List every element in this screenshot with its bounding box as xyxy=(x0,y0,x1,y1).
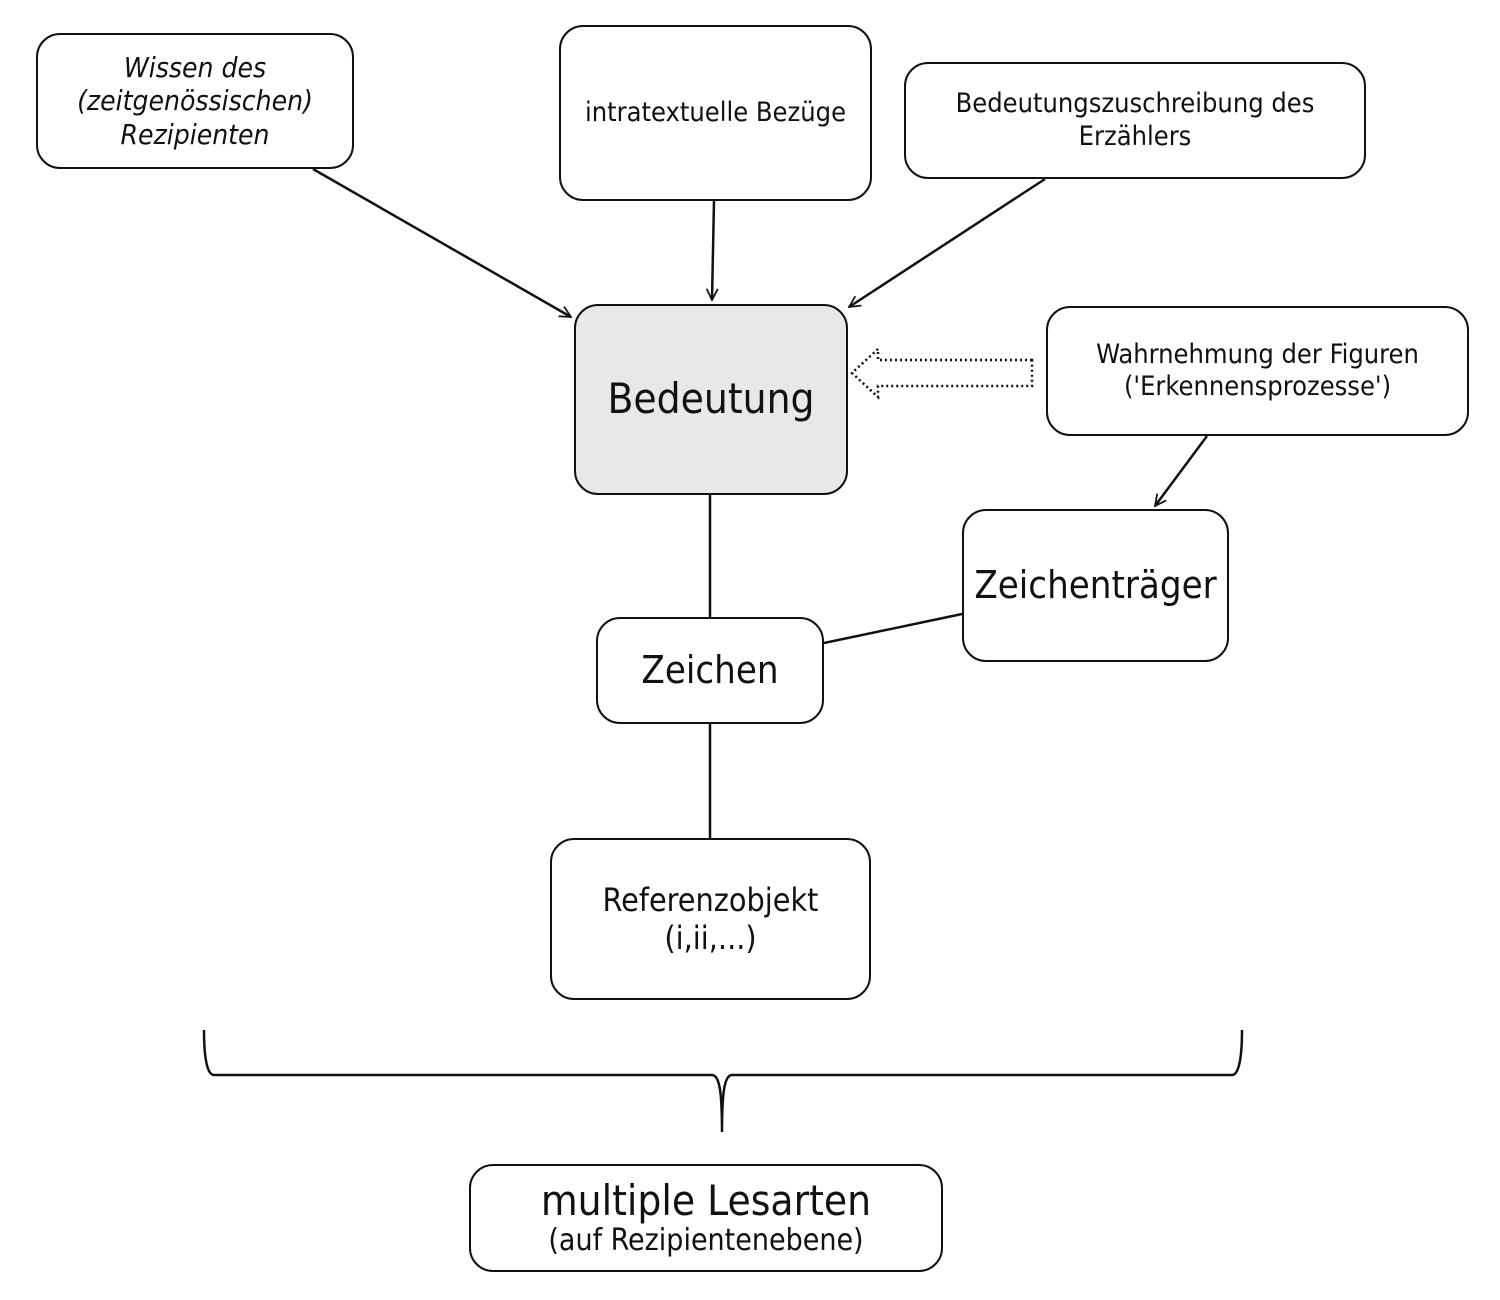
node-text-line: Zeichen xyxy=(641,647,779,692)
arrow-wissen-to-bedeutung xyxy=(312,167,571,319)
node-bedeutung: Bedeutung xyxy=(574,304,848,495)
node-zeichen: Zeichen xyxy=(596,617,824,724)
node-text-line: Wahrnehmung der Figuren xyxy=(1096,338,1419,370)
arrow-intratextuell-to-bedeutung xyxy=(712,200,714,300)
node-text-line: (auf Rezipientenebene) xyxy=(548,1222,864,1258)
node-text-line: Bedeutungszuschreibung des xyxy=(955,88,1315,120)
node-text-line: Zeichenträger xyxy=(974,562,1217,607)
node-text-line: Wissen des xyxy=(123,50,267,84)
node-text-line: Referenzobjekt (i,ii,...) xyxy=(602,880,819,957)
curly-brace xyxy=(202,1029,1244,1133)
dotted-arrow-wahrnehmung-to-bedeutung xyxy=(850,346,1034,400)
arrow-wahrnehmung-to-zeichentraeger xyxy=(1155,435,1209,506)
node-zeichentraeger: Zeichenträger xyxy=(962,509,1229,662)
node-text-line: multiple Lesarten xyxy=(540,1175,872,1225)
node-referenzobjekt: Referenzobjekt (i,ii,...) xyxy=(550,838,871,1000)
node-text-line: ('Erkennensprozesse') xyxy=(1123,371,1392,402)
node-intratextuelle-bezuege: intratextuelle Bezüge xyxy=(559,25,872,201)
node-text-line: (zeitgenössischen) xyxy=(77,84,313,118)
arrow-erzaehler-to-bedeutung xyxy=(849,177,1046,307)
node-text-line: Rezipienten xyxy=(120,117,270,151)
node-wissen-rezipienten: Wissen des (zeitgenössischen) Rezipiente… xyxy=(36,33,354,169)
node-text-line: Erzählers xyxy=(1078,120,1192,152)
line-zeichen-zeichentraeger xyxy=(823,612,963,645)
node-wahrnehmung-figuren: Wahrnehmung der Figuren ('Erkennensproze… xyxy=(1046,306,1469,436)
node-text-line: Bedeutung xyxy=(607,374,815,424)
node-multiple-lesarten: multiple Lesarten (auf Rezipientenebene) xyxy=(469,1164,943,1272)
node-text-line: intratextuelle Bezüge xyxy=(584,96,847,128)
node-bedeutungszuschreibung-erzaehler: Bedeutungszuschreibung des Erzählers xyxy=(904,62,1366,179)
